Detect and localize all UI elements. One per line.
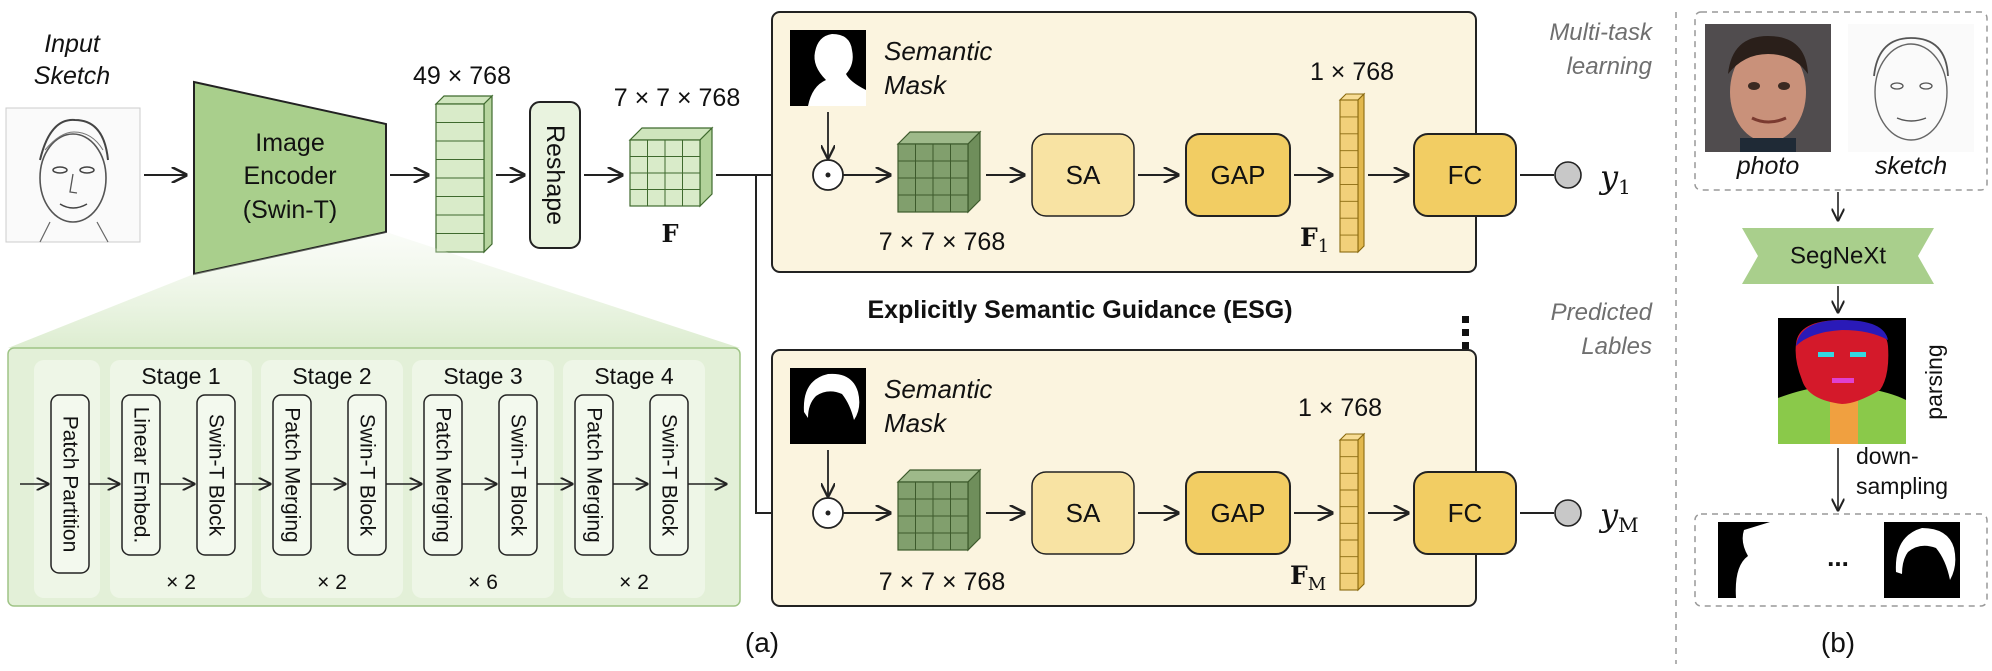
fc-m-block <box>1413 471 1517 555</box>
reshape-label: Reshape <box>541 125 569 225</box>
sa-m-label: SA <box>1066 498 1101 528</box>
multitask-label-line2: learning <box>1567 53 1653 80</box>
patch-partition-label: Patch Partition <box>59 416 82 553</box>
masked-dims-1-label: 7 × 7 × 768 <box>879 228 1006 256</box>
parsing-map-image <box>1778 318 1906 444</box>
gap-1-block <box>1185 133 1291 217</box>
input-sketch-image <box>5 107 141 243</box>
encoder-label-line2: Encoder <box>243 162 336 190</box>
downsampling-label-line2: sampling <box>1856 473 1948 499</box>
mask-m-image <box>790 368 866 444</box>
feature-symbol: F <box>661 219 678 248</box>
mask-1-image <box>790 30 866 106</box>
encoder-label-line1: Image <box>255 129 324 157</box>
output-m-node <box>1554 499 1582 527</box>
masked-feature-1-cube <box>896 130 982 214</box>
fc-1-label: FC <box>1448 160 1483 190</box>
segnext-block <box>1742 228 1934 284</box>
photo-sketch-group <box>1694 11 1988 191</box>
caption-a: (a) <box>745 627 779 658</box>
fc-m-label: FC <box>1448 498 1483 528</box>
stage-3-title: Stage 3 <box>443 363 522 389</box>
vec-1-symbol: F1 <box>1300 223 1329 257</box>
stage-1-block-a <box>121 394 161 556</box>
downsampled-mask-m-image <box>1884 522 1960 598</box>
photo-image <box>1705 24 1831 152</box>
gap-m-block <box>1185 471 1291 555</box>
segnext-label: SegNeXt <box>1790 243 1886 270</box>
predicted-label-line2: Lables <box>1581 333 1652 360</box>
sa-1-label: SA <box>1066 160 1101 190</box>
caption-b: (b) <box>1821 627 1855 658</box>
stage-4-block-a-label: Patch Merging <box>583 407 606 542</box>
hadamard-1-symbol <box>812 159 844 191</box>
stage-3-repeat: × 6 <box>468 571 498 594</box>
stage-4-block-a <box>574 394 614 556</box>
stage-2-block-b <box>347 394 387 556</box>
token-column <box>434 94 494 254</box>
output-1-label: y1 <box>1598 158 1631 199</box>
masked-dims-m-label: 7 × 7 × 768 <box>879 568 1006 596</box>
sa-m-block <box>1031 471 1135 555</box>
stage-4-title: Stage 4 <box>594 363 673 389</box>
stage-2-repeat: × 2 <box>317 571 347 594</box>
stage-4-block-b-label: Swin-T Block <box>658 414 681 537</box>
reshape-block <box>529 101 581 249</box>
zoom-fan <box>8 232 740 348</box>
mask-set-group <box>1694 513 1988 607</box>
downsampled-mask-1-image <box>1718 522 1794 598</box>
hadamard-m-symbol <box>812 497 844 529</box>
masked-feature-m-cube <box>896 468 982 552</box>
stage-3-block-b <box>498 394 538 556</box>
photo-label: photo <box>1736 152 1800 180</box>
stage-2-block-b-label: Swin-T Block <box>356 414 379 537</box>
output-1-node <box>1554 161 1582 189</box>
stage-2-title: Stage 2 <box>292 363 371 389</box>
stage-1-block-b-label: Swin-T Block <box>205 414 228 537</box>
vertical-ellipsis-icon <box>1462 316 1469 349</box>
parsing-label: parsing <box>1921 344 1947 419</box>
sa-1-block <box>1031 133 1135 217</box>
input-label-line2: Sketch <box>34 62 110 90</box>
output-m-label: yM <box>1598 496 1639 537</box>
stage-3-block-a-label: Patch Merging <box>432 407 455 542</box>
stage-1-block-b <box>196 394 236 556</box>
input-label-line1: Input <box>44 30 101 58</box>
stage-2-block-a-label: Patch Merging <box>281 407 304 542</box>
mask-m-label-line2: Mask <box>884 408 948 438</box>
stage-1-title: Stage 1 <box>141 363 220 389</box>
sketch-label: sketch <box>1875 152 1947 180</box>
mask-m-label-line1: Semantic <box>884 374 992 404</box>
stage-3-block-b-label: Swin-T Block <box>507 414 530 537</box>
stage-2-block-a <box>272 394 312 556</box>
vec-m-symbol: FM <box>1290 561 1326 595</box>
gap-m-label: GAP <box>1211 498 1266 528</box>
stage-1-block-a-label: Linear Embed. <box>130 407 153 544</box>
vector-m-column <box>1338 432 1366 592</box>
stage-4-block-b <box>649 394 689 556</box>
token-dims-label: 49 × 768 <box>413 62 511 90</box>
mask-1-label-line2: Mask <box>884 70 948 100</box>
fc-1-block <box>1413 133 1517 217</box>
vector-1-column <box>1338 92 1366 254</box>
downsampling-label-line1: down- <box>1856 443 1919 469</box>
esg-title: Explicitly Semantic Guidance (ESG) <box>867 296 1292 324</box>
predicted-label-line1: Predicted <box>1551 299 1653 326</box>
stage-1-repeat: × 2 <box>166 571 196 594</box>
encoder-label-line3: (Swin-T) <box>243 196 337 224</box>
vec-m-dims-label: 1 × 768 <box>1298 394 1382 422</box>
stage-3-block-a <box>423 394 463 556</box>
mask-1-label-line1: Semantic <box>884 36 992 66</box>
feature-map-cube <box>628 126 714 208</box>
gap-1-label: GAP <box>1211 160 1266 190</box>
feature-dims-label: 7 × 7 × 768 <box>614 84 741 112</box>
sketch-image <box>1848 24 1974 152</box>
mask-set-ellipsis: ... <box>1827 542 1849 572</box>
stage-4-repeat: × 2 <box>619 571 649 594</box>
multitask-label-line1: Multi-task <box>1549 19 1654 46</box>
vec-1-dims-label: 1 × 768 <box>1310 58 1394 86</box>
